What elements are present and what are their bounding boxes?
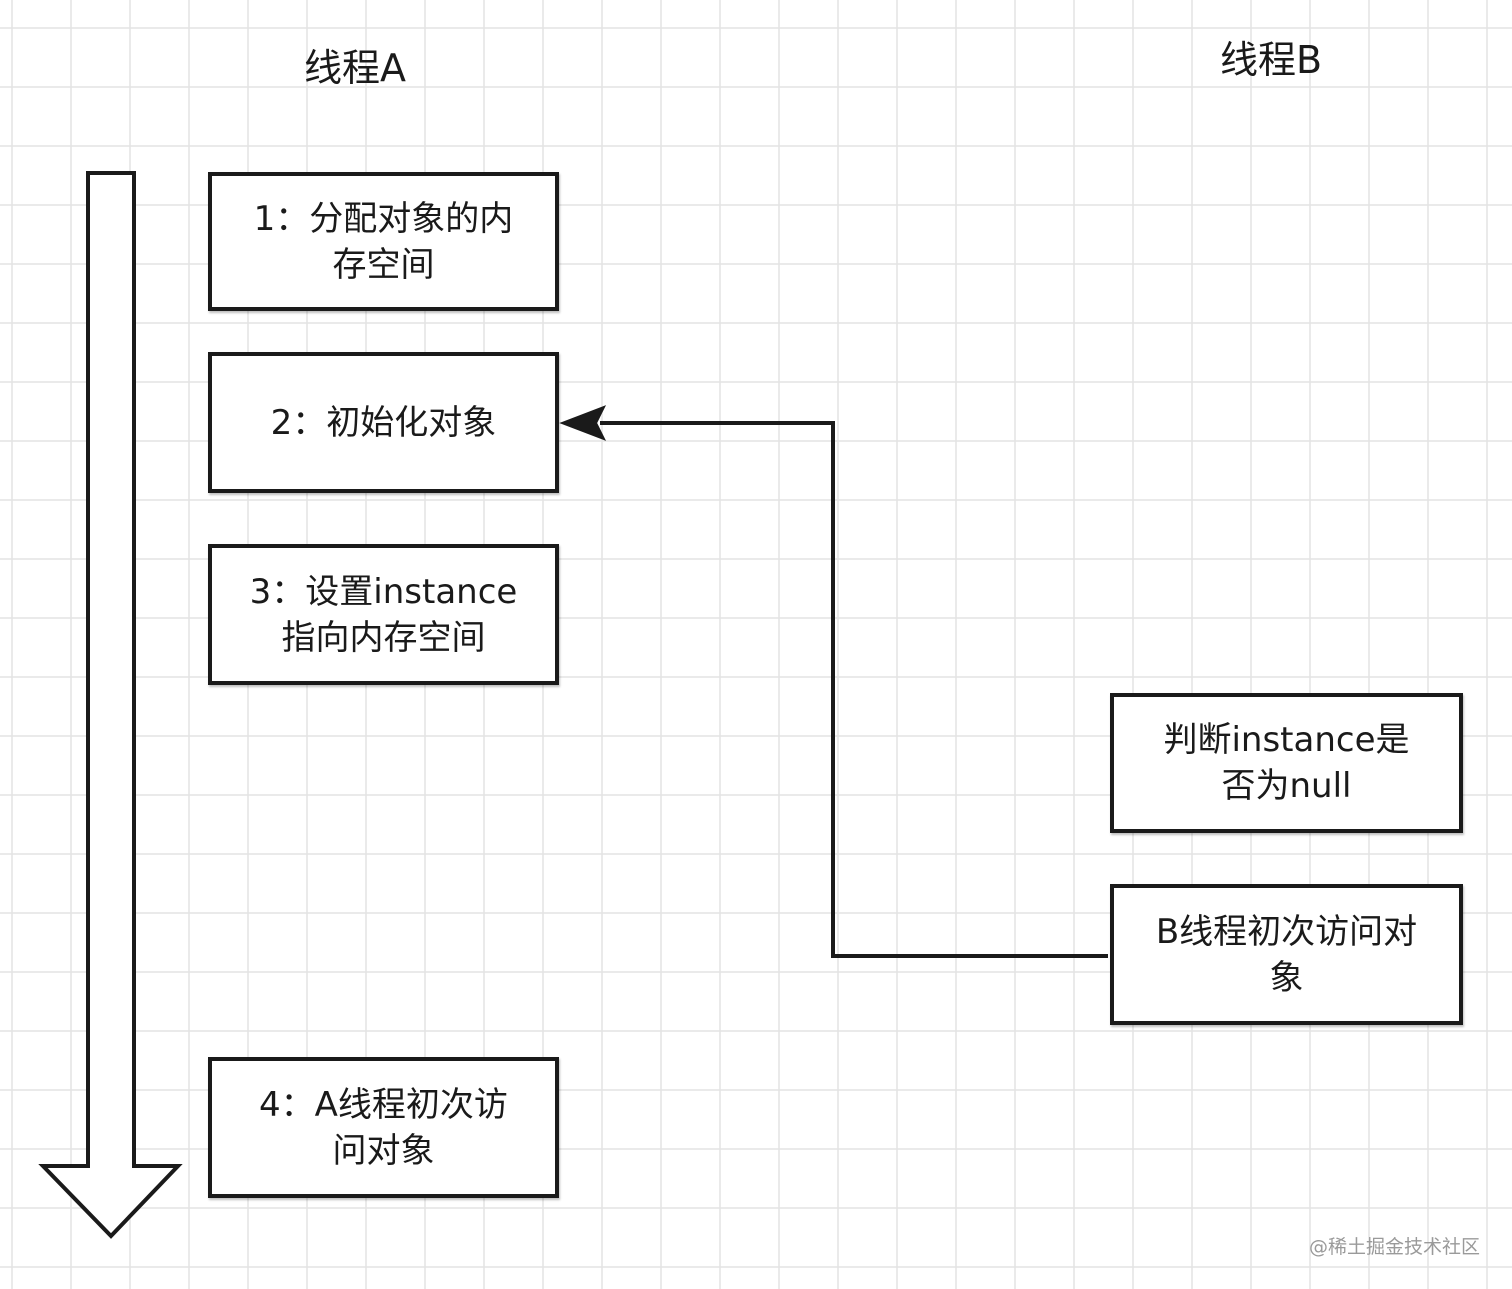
thread-b-title: 线程B xyxy=(1220,38,1323,82)
step-4-label: 4：A线程初次访 问对象 xyxy=(259,1084,508,1171)
step-3-label: 3：设置instance 指向内存空间 xyxy=(249,571,518,658)
connector-arrowhead xyxy=(559,405,607,441)
watermark: @稀土掘金技术社区 xyxy=(1308,1236,1480,1258)
step-4-thread-a-access: 4：A线程初次访 问对象 xyxy=(208,1057,559,1198)
step-2-init-object: 2：初始化对象 xyxy=(208,352,559,493)
step-3-set-instance: 3：设置instance 指向内存空间 xyxy=(208,544,559,685)
thread-b-check-null: 判断instance是 否为null xyxy=(1110,693,1463,833)
thread-b-first-access: B线程初次访问对 象 xyxy=(1110,884,1463,1025)
first-access-label: B线程初次访问对 象 xyxy=(1155,911,1418,998)
step-1-allocate-memory: 1：分配对象的内 存空间 xyxy=(208,172,559,311)
connector-line xyxy=(600,421,1108,958)
thread-a-title: 线程A xyxy=(304,46,406,90)
timeline-arrow xyxy=(38,171,183,1239)
check-null-label: 判断instance是 否为null xyxy=(1163,720,1410,806)
step-1-label: 1：分配对象的内 存空间 xyxy=(253,198,514,285)
step-2-label: 2：初始化对象 xyxy=(270,402,497,443)
